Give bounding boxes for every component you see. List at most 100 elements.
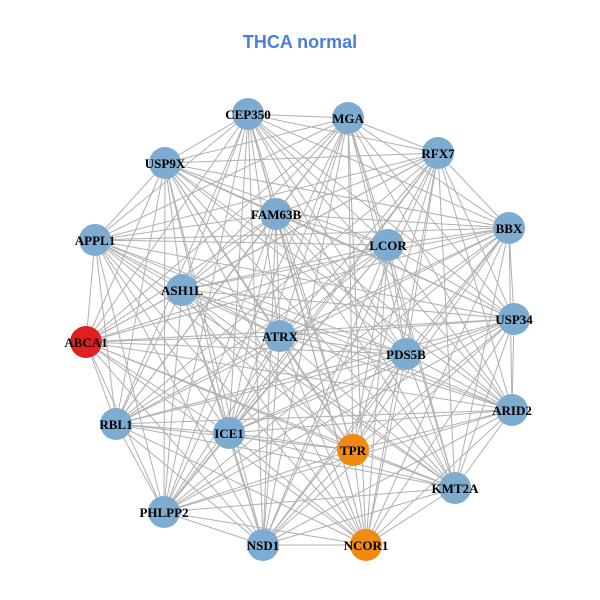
node-label: RBL1 — [99, 417, 132, 432]
edge-ash1l-rbl1 — [115, 289, 183, 425]
node-rbl1[interactable]: RBL1 — [99, 408, 133, 440]
edge-cep350-usp9x — [164, 113, 249, 164]
edge-appl1-tpr — [94, 239, 354, 451]
edge-atrx-rbl1 — [115, 335, 281, 425]
node-cep350[interactable]: CEP350 — [225, 98, 271, 130]
node-circle — [149, 147, 181, 179]
edge-cep350-nsd1 — [247, 113, 264, 546]
edge-rbl1-ice1 — [115, 423, 230, 434]
node-label: USP34 — [495, 312, 533, 327]
edge-rfx7-phlpp2 — [163, 152, 439, 513]
edge-usp34-pds5b — [405, 318, 515, 355]
edge-mga-tpr — [347, 117, 354, 451]
edge-pds5b-nsd1 — [262, 353, 407, 546]
edge-rfx7-ice1 — [228, 152, 439, 434]
edges-layer — [85, 113, 515, 546]
edge-atrx-ncor1 — [279, 335, 367, 546]
node-lcor[interactable]: LCOR — [369, 229, 407, 261]
diagram-title: THCA normal — [243, 32, 357, 52]
edge-rfx7-arid2 — [437, 152, 513, 411]
edge-rfx7-usp34 — [437, 152, 515, 320]
edge-ash1l-pds5b — [181, 289, 407, 355]
edge-rfx7-bbx — [437, 152, 510, 229]
node-tpr[interactable]: TPR — [337, 434, 369, 466]
edge-ash1l-phlpp2 — [163, 289, 183, 513]
edge-mga-bbx — [347, 117, 510, 229]
node-appl1[interactable]: APPL1 — [75, 224, 115, 256]
node-circle — [422, 137, 454, 169]
node-circle — [247, 529, 279, 561]
node-mga[interactable]: MGA — [332, 102, 364, 134]
edge-atrx-pds5b — [279, 335, 407, 355]
edge-bbx-nsd1 — [262, 227, 510, 546]
edge-usp9x-ncor1 — [164, 162, 367, 546]
node-kmt2a[interactable]: KMT2A — [432, 472, 480, 504]
edge-usp9x-ash1l — [164, 162, 183, 291]
edge-bbx-lcor — [387, 227, 510, 246]
node-ice1[interactable]: ICE1 — [213, 417, 245, 449]
node-rfx7[interactable]: RFX7 — [421, 137, 455, 169]
node-abca1[interactable]: ABCA1 — [64, 326, 108, 358]
node-label: NCOR1 — [344, 538, 389, 553]
node-circle — [100, 408, 132, 440]
node-circle — [390, 338, 422, 370]
node-label: PDS5B — [386, 347, 426, 362]
edge-arid2-tpr — [352, 409, 513, 451]
edge-bbx-appl1 — [94, 227, 510, 241]
node-circle — [498, 303, 530, 335]
edge-usp34-abca1 — [85, 318, 515, 343]
edge-rbl1-kmt2a — [115, 423, 456, 489]
node-usp34[interactable]: USP34 — [495, 303, 533, 335]
edge-rfx7-kmt2a — [437, 152, 456, 489]
node-bbx[interactable]: BBX — [493, 212, 525, 244]
node-circle — [332, 102, 364, 134]
edge-appl1-lcor — [94, 239, 389, 246]
edge-appl1-nsd1 — [94, 239, 264, 546]
edge-atrx-nsd1 — [262, 335, 281, 546]
node-circle — [372, 229, 404, 261]
node-ncor1[interactable]: NCOR1 — [344, 529, 389, 561]
edge-ice1-phlpp2 — [163, 432, 230, 513]
edge-lcor-rbl1 — [115, 244, 389, 425]
node-nsd1[interactable]: NSD1 — [247, 529, 280, 561]
edge-kmt2a-nsd1 — [262, 487, 456, 546]
node-arid2[interactable]: ARID2 — [492, 394, 532, 426]
node-ash1l[interactable]: ASH1L — [161, 274, 203, 306]
node-circle — [337, 434, 369, 466]
node-circle — [148, 496, 180, 528]
edge-fam63b-bbx — [275, 213, 510, 229]
edge-fam63b-lcor — [275, 213, 389, 246]
node-fam63b[interactable]: FAM63B — [251, 198, 302, 230]
node-circle — [232, 98, 264, 130]
edge-arid2-ncor1 — [365, 409, 513, 546]
edge-mga-appl1 — [94, 117, 349, 241]
edge-ice1-nsd1 — [228, 432, 264, 546]
edge-tpr-kmt2a — [352, 449, 456, 489]
edge-cep350-abca1 — [85, 113, 249, 343]
edge-bbx-pds5b — [405, 227, 510, 355]
edge-pds5b-ncor1 — [365, 353, 407, 546]
edge-rbl1-nsd1 — [115, 423, 264, 546]
edge-abca1-arid2 — [85, 341, 513, 411]
node-atrx[interactable]: ATRX — [262, 320, 299, 352]
edge-lcor-usp34 — [387, 244, 515, 320]
node-phlpp2[interactable]: PHLPP2 — [139, 496, 189, 528]
edge-mga-abca1 — [85, 117, 349, 343]
edge-usp9x-pds5b — [164, 162, 407, 355]
node-usp9x[interactable]: USP9X — [145, 147, 186, 179]
edge-appl1-usp34 — [94, 239, 515, 320]
node-label: ARID2 — [492, 403, 532, 418]
node-pds5b[interactable]: PDS5B — [386, 338, 426, 370]
edge-fam63b-rbl1 — [115, 213, 277, 425]
edge-ice1-tpr — [228, 432, 354, 451]
edge-bbx-rbl1 — [115, 227, 510, 425]
edge-mga-phlpp2 — [163, 117, 349, 513]
edge-arid2-phlpp2 — [163, 409, 513, 513]
node-label: USP9X — [145, 156, 186, 171]
edge-bbx-tpr — [352, 227, 510, 451]
edge-bbx-phlpp2 — [163, 227, 510, 513]
node-circle — [493, 212, 525, 244]
edge-usp9x-ice1 — [164, 162, 230, 434]
edge-pds5b-phlpp2 — [163, 353, 407, 513]
